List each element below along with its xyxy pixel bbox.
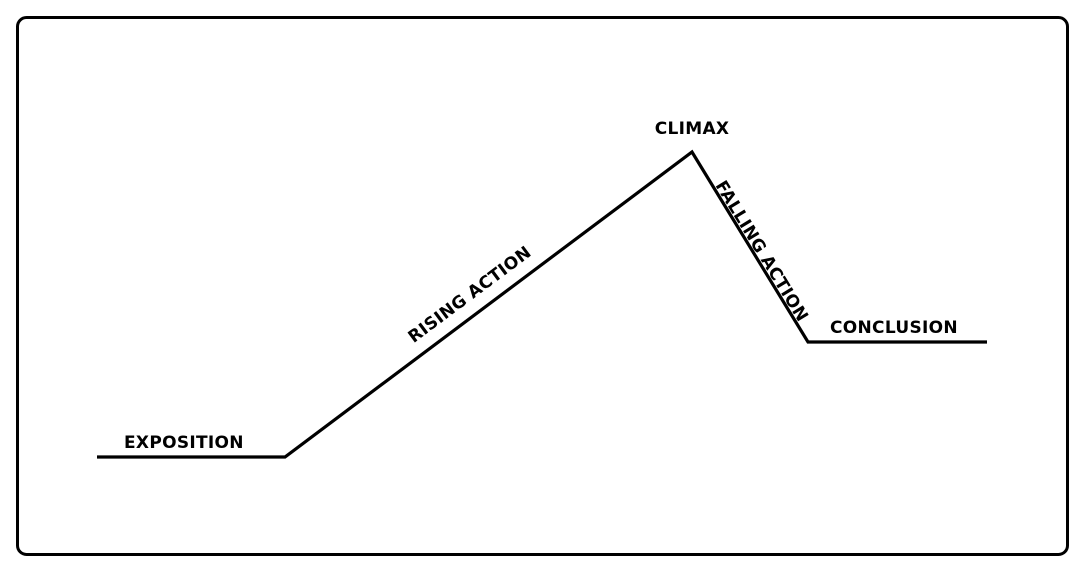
- label-climax: CLIMAX: [655, 119, 730, 139]
- plot-line: [97, 149, 987, 459]
- frame-border: [16, 16, 1069, 556]
- label-conclusion: CONCLUSION: [830, 318, 958, 338]
- label-exposition: EXPOSITION: [124, 433, 244, 453]
- label-falling-action: FALLING ACTION: [711, 177, 812, 325]
- label-rising-action: RISING ACTION: [405, 243, 536, 348]
